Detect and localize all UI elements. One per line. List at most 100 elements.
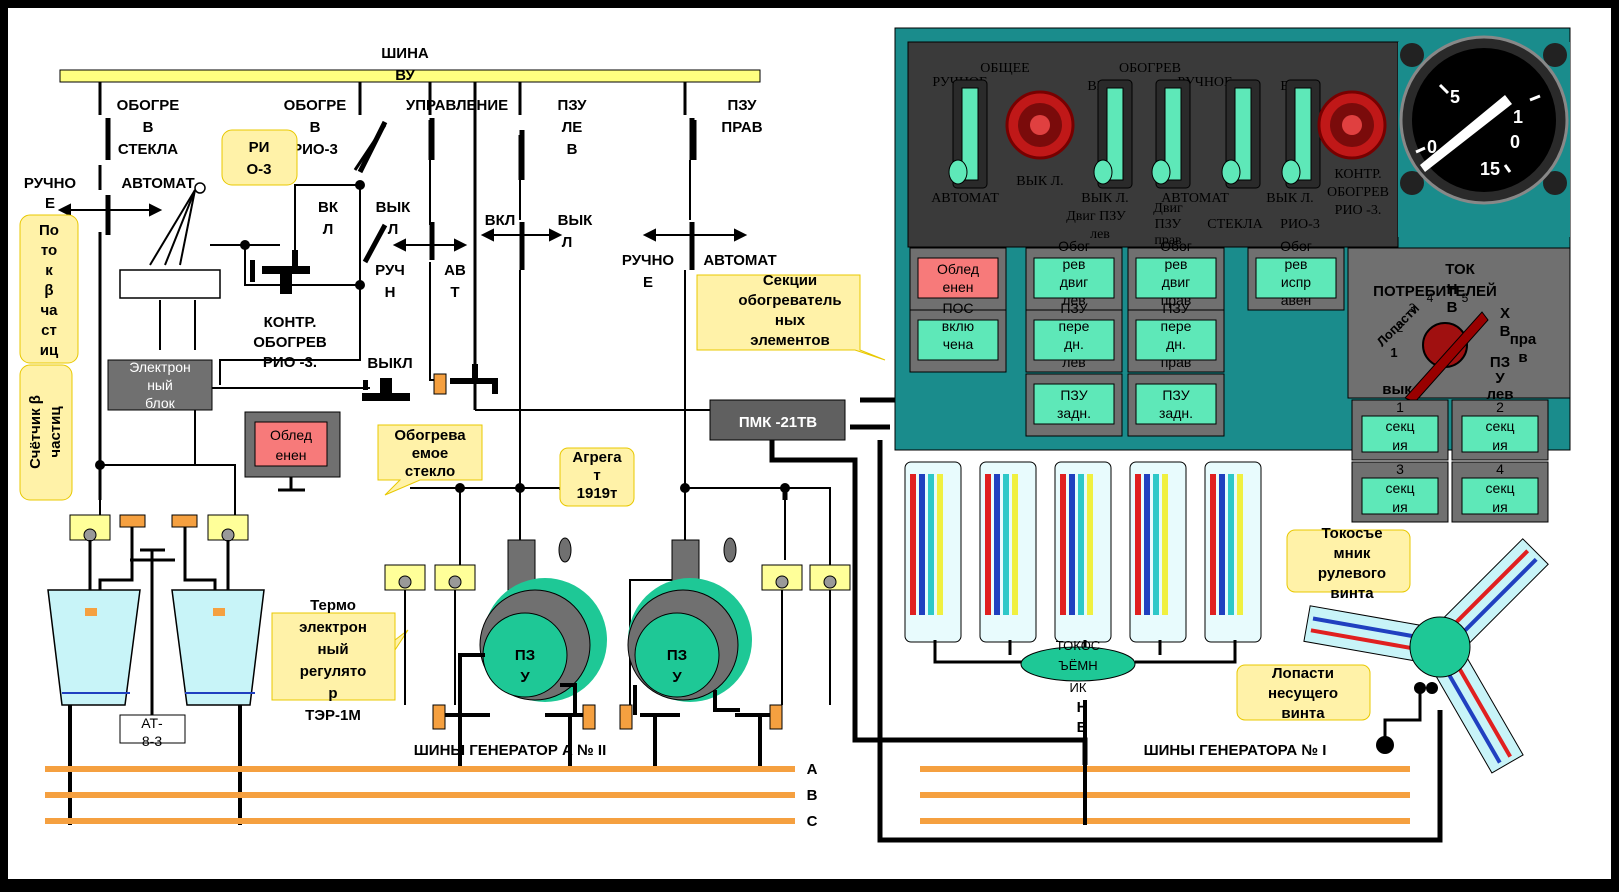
sensor-icon bbox=[194, 182, 206, 194]
indicator-text: пере bbox=[1059, 318, 1090, 334]
pzu-right bbox=[627, 537, 752, 702]
label-pzu-lev-3: В bbox=[567, 141, 578, 158]
section-lamp bbox=[1361, 477, 1439, 515]
callout-sections bbox=[696, 274, 886, 361]
toggle-lever bbox=[1281, 159, 1301, 185]
callout-agregat-1: Агрега bbox=[572, 449, 622, 466]
indicator-lamp bbox=[1135, 383, 1217, 425]
gauge-tick-0: 0 bbox=[1427, 137, 1437, 157]
toggle-slot bbox=[961, 87, 979, 181]
rotor-collector bbox=[1020, 646, 1136, 682]
electronic-block-3: блок bbox=[145, 395, 176, 411]
label-obogrev-rio-2: В bbox=[310, 119, 321, 136]
tok-n3: 3 bbox=[1409, 301, 1416, 315]
label-kontr-2: ОБОГРЕВ bbox=[253, 334, 327, 351]
indicator-lamp bbox=[1033, 257, 1115, 299]
pmk-label: ПМК -21ТВ bbox=[739, 414, 817, 431]
indicator-text: Обог bbox=[1280, 238, 1312, 254]
callout-main-blades bbox=[1236, 664, 1371, 721]
pzu-right-label-2: У bbox=[672, 669, 682, 686]
label-avtomat-left: АВТОМАТ bbox=[121, 175, 194, 192]
callout-potok-2: то bbox=[41, 242, 57, 259]
at83-1: АТ- bbox=[141, 715, 163, 731]
toggle-slot bbox=[1294, 87, 1312, 181]
switch-blades bbox=[105, 118, 695, 270]
glass-feeds bbox=[68, 705, 242, 825]
section-text: секц bbox=[1386, 418, 1415, 434]
callout-blades-2: несущего bbox=[1268, 685, 1338, 702]
label-obogrev-stekla-3: СТЕКЛА bbox=[118, 141, 178, 158]
gauge-tick-10b: 0 bbox=[1510, 132, 1520, 152]
panel-dvig-prav-2: ПЗУ bbox=[1155, 217, 1182, 232]
indicator-text: ПЗУ bbox=[1162, 300, 1189, 316]
section-text: ия bbox=[1392, 437, 1407, 453]
callout-agregat bbox=[559, 447, 635, 507]
indicator-text: испр bbox=[1281, 274, 1311, 290]
label-vykl-pzu-1: ВЫК bbox=[558, 212, 594, 229]
indicator-text: Обог bbox=[1058, 238, 1090, 254]
section-wiring bbox=[933, 640, 1237, 664]
generator-fuses bbox=[432, 704, 783, 730]
indicator-lamp bbox=[1135, 257, 1217, 299]
panel-kontr-2: ОБОГРЕВ bbox=[1327, 185, 1389, 200]
ammeter-gauge bbox=[1398, 35, 1570, 237]
panel-ruchnoe3: РУЧНОЕ bbox=[1177, 75, 1232, 90]
phase-b: В bbox=[807, 787, 818, 804]
monitor-screen bbox=[254, 421, 328, 467]
indicator-text: рев bbox=[1164, 256, 1187, 272]
direction-arrows bbox=[57, 189, 748, 462]
panel-vykl2-2: Двиг ПЗУ bbox=[1066, 209, 1126, 224]
label-pzu-lev-1: ПЗУ bbox=[558, 97, 588, 114]
callout-termo-4: регулято bbox=[300, 663, 367, 680]
indicator-grid: ОбледененПОСвключенаОбогревдвиглевОбогре… bbox=[909, 238, 1345, 437]
callout-counter-1: Счётчик β bbox=[27, 395, 44, 469]
indicator-text: прав bbox=[1161, 292, 1192, 308]
callout-rio3-1: РИ bbox=[249, 139, 270, 156]
monitor-text-2: енен bbox=[275, 447, 306, 463]
callout-glass-1: Обогрева bbox=[394, 427, 466, 444]
label-pzu-lev-2: ЛЕ bbox=[562, 119, 583, 136]
pzu-right-label-1: ПЗ bbox=[667, 647, 687, 664]
indicator-text: Обог bbox=[1160, 238, 1192, 254]
indicator-text: прав bbox=[1161, 354, 1192, 370]
indicator-text: ПЗУ bbox=[1060, 300, 1087, 316]
indicator-text: двиг bbox=[1162, 274, 1191, 290]
section-lamp bbox=[1461, 477, 1539, 515]
tok-n1: 1 bbox=[1390, 345, 1397, 360]
section-text: ия bbox=[1392, 499, 1407, 515]
bus-vu-label-1: ШИНА bbox=[381, 45, 429, 62]
callout-potok-1: По bbox=[39, 222, 59, 239]
tok-prav-1: пра bbox=[1510, 331, 1537, 348]
panel-vykl2-1: ВЫК Л. bbox=[1081, 191, 1128, 206]
label-obogrev-stekla-1: ОБОГРЕ bbox=[117, 97, 180, 114]
tok-pzu-3: лев bbox=[1487, 386, 1514, 403]
tok-xv: В bbox=[1500, 323, 1511, 340]
indicator-text: рев bbox=[1062, 256, 1085, 272]
panel-kontr-1: КОНТР. bbox=[1334, 167, 1381, 182]
callout-sections-4: элементов bbox=[750, 332, 829, 349]
electronic-block bbox=[107, 359, 213, 411]
glass-panels bbox=[47, 589, 265, 706]
panel-avtomat3: АВТОМАТ bbox=[1161, 191, 1229, 206]
tok-pzu-2: У bbox=[1495, 370, 1505, 387]
indicator-text: дн. bbox=[1166, 336, 1186, 352]
section-text: ия bbox=[1492, 437, 1507, 453]
sensor-box bbox=[119, 269, 221, 299]
indicator-text: лев bbox=[1062, 354, 1085, 370]
at83-2: 8-3 bbox=[142, 733, 162, 749]
tok-vykl-1: вык bbox=[1382, 381, 1412, 398]
bus-right-title: ШИНЫ ГЕНЕРАТОРА № I bbox=[1144, 742, 1327, 759]
callout-potok-3: к bbox=[45, 262, 53, 279]
contactor-symbols bbox=[250, 250, 498, 401]
label-avt-1: АВ bbox=[444, 262, 466, 279]
callout-termo-1: Термо bbox=[310, 597, 356, 614]
toggle-lever bbox=[1151, 159, 1171, 185]
generator-buses bbox=[45, 766, 1410, 824]
label-obogrev-stekla-2: В bbox=[143, 119, 154, 136]
selector-knob[interactable] bbox=[1404, 311, 1489, 403]
panel-obshchee: ОБЩЕЕ bbox=[980, 61, 1029, 76]
callout-blades-1: Лопасти bbox=[1272, 665, 1334, 682]
callout-termo-3: ный bbox=[317, 641, 348, 658]
label-vykl-rio-2: Л bbox=[388, 221, 399, 238]
monitor-text-1: Облед bbox=[270, 427, 312, 443]
